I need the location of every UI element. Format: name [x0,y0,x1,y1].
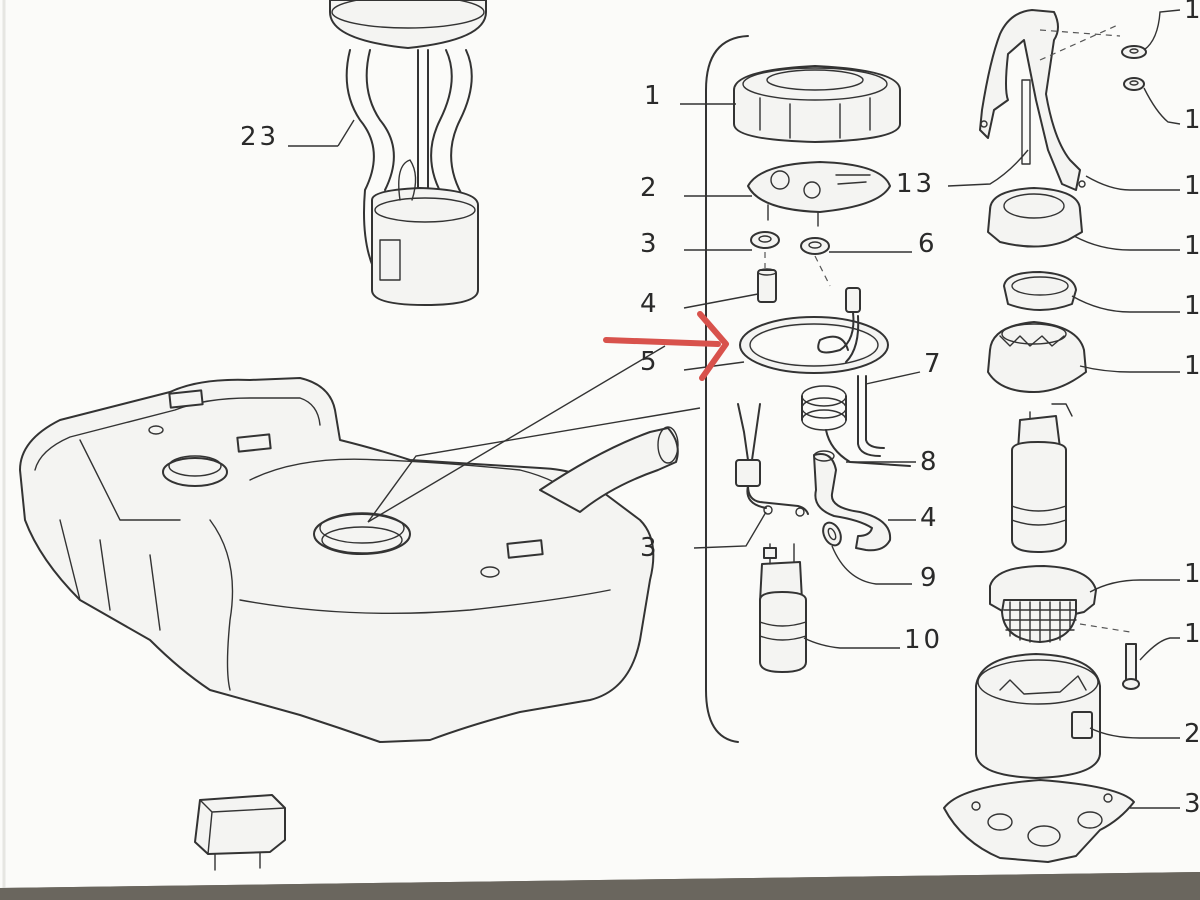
base-plate [943,779,1135,863]
callout-r2: 1 [1184,105,1200,135]
callout-5: 5 [640,347,660,377]
leader-4-upper [683,293,759,309]
washer-part-3-upper [750,231,780,249]
callout-23: 23 [240,122,279,152]
pump-right [1011,403,1073,553]
leader-r3 [1085,175,1180,191]
clamp-part-3-lower [822,521,842,547]
fuel-pipe-part-7 [817,287,885,457]
leader-r4 [1073,235,1180,251]
callout-r5: 1 [1184,291,1200,321]
sleeve-part-4-upper [757,268,777,303]
nut-part-6 [800,237,830,255]
callout-13: 13 [896,169,935,199]
leader-r8 [1139,637,1180,661]
washer-small [1121,45,1147,59]
fuel-tank [19,377,679,743]
callout-r1: 1 [1184,0,1200,25]
collar [987,187,1083,248]
callout-3-upper: 3 [640,229,660,259]
callout-r10: 3 [1184,789,1200,819]
callout-8: 8 [920,447,940,477]
callout-7: 7 [924,349,944,379]
bracket [979,9,1086,191]
group-bracket [705,35,749,743]
reservoir [975,653,1101,779]
wiring-harness-part-9 [735,403,809,517]
callout-r7: 1 [1184,559,1200,589]
callout-r3: 1 [1184,171,1200,201]
leader-9 [693,511,767,549]
leader-r9 [1089,727,1180,739]
nut-small [1123,77,1145,91]
housing [987,321,1087,393]
callout-r8: 1 [1184,619,1200,649]
leader-r5 [1071,295,1180,313]
callout-10: 10 [904,625,943,655]
leader-r6 [1079,365,1180,373]
flange-part-2 [747,161,891,227]
fuel-pump-part-10 [759,543,807,673]
callout-6: 6 [918,229,938,259]
ring [1003,271,1077,311]
leader-13 [947,149,1029,187]
callout-4-upper: 4 [640,289,660,319]
fuel-pump-module-part-23 [329,0,487,306]
callout-4-lower: 4 [920,503,940,533]
callout-2: 2 [640,173,660,203]
callout-r9: 2 [1184,719,1200,749]
leader-r7 [1089,579,1180,593]
leader-3-lower [831,545,912,585]
relay [194,794,286,871]
ring-nut-part-1 [733,65,901,143]
leader-r1 [1143,9,1181,51]
red-arrow-annotation [603,311,729,381]
callout-r4: 1 [1184,231,1200,261]
gasket-part-5 [739,316,889,374]
leader-7 [865,371,921,385]
hose-part-4-lower [813,450,892,552]
callout-3-lower: 9 [920,563,940,593]
leader-10 [803,637,900,649]
callout-1: 1 [644,81,664,111]
bolt [1122,643,1140,690]
filter [989,565,1097,643]
callout-r6: 1 [1184,351,1200,381]
background-edge [0,872,1200,900]
tank-leader [367,407,701,523]
callout-9: 3 [640,533,660,563]
leader-r2 [1143,87,1181,125]
